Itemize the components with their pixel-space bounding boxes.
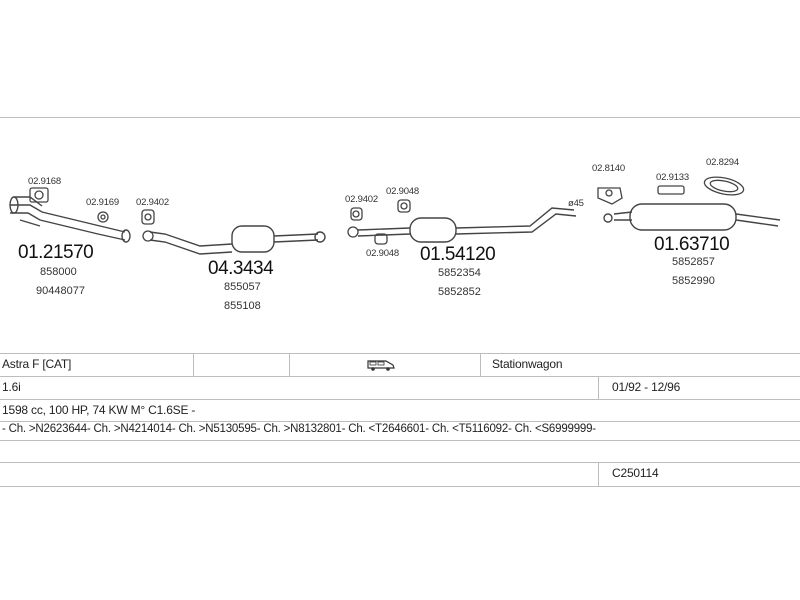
gasket-label: 02.9169	[86, 197, 119, 208]
chassis-ranges: - Ch. >N2623644- Ch. >N4214014- Ch. >N51…	[2, 423, 596, 435]
production-years: 01/92 - 12/96	[612, 380, 681, 394]
gasket-label: 02.9168	[28, 176, 61, 187]
system-code: C250114	[612, 466, 659, 480]
rear-silencer-drawing	[603, 203, 781, 231]
gasket-label: 02.9048	[366, 248, 399, 259]
gasket-label: 02.9133	[656, 172, 689, 183]
exhaust-diagram	[9, 176, 781, 255]
table-line	[0, 376, 800, 377]
gasket-02-8294-drawing	[703, 176, 745, 196]
oem-number: 90448077	[36, 285, 85, 297]
gasket-02-9133-drawing	[657, 185, 685, 195]
front-pipe-drawing	[9, 196, 131, 243]
pipe-diameter-label: ø45	[568, 198, 584, 209]
top-border	[0, 117, 800, 118]
body-type: Stationwagon	[492, 357, 563, 371]
van-icon	[366, 357, 396, 376]
table-divider	[480, 353, 481, 376]
part-number: 01.21570	[18, 242, 94, 263]
table-line	[0, 353, 800, 354]
oem-number: 5852354	[438, 267, 481, 279]
engine: 1.6i	[2, 380, 21, 394]
model-name: Astra F [CAT]	[2, 357, 72, 371]
table-line	[0, 421, 800, 422]
gasket-02-8140-drawing	[597, 187, 623, 205]
table-divider	[193, 353, 194, 376]
gasket-02-9402-mid-drawing	[347, 207, 363, 238]
middle-silencer-drawing	[357, 207, 577, 243]
gasket-label: 02.9402	[345, 194, 378, 205]
catalytic-converter-drawing	[149, 225, 326, 255]
part-number: 01.54120	[420, 244, 496, 265]
table-divider	[598, 376, 599, 399]
gasket-02-9169-drawing	[97, 211, 109, 223]
gasket-label: 02.8294	[706, 157, 739, 168]
table-line	[0, 486, 800, 487]
table-line	[0, 462, 800, 463]
table-divider	[289, 353, 290, 376]
gasket-02-9048-drawing	[374, 199, 411, 245]
table-line	[0, 399, 800, 400]
gasket-label: 02.8140	[592, 163, 625, 174]
table-divider	[598, 462, 599, 486]
table-line	[0, 440, 800, 441]
oem-number: 858000	[40, 266, 77, 278]
oem-number: 855057	[224, 281, 261, 293]
oem-number: 5852852	[438, 286, 481, 298]
gasket-label: 02.9048	[386, 186, 419, 197]
gasket-02-9402-drawing	[141, 209, 155, 242]
oem-number: 855108	[224, 300, 261, 312]
oem-number: 5852857	[672, 256, 715, 268]
gasket-label: 02.9402	[136, 197, 169, 208]
gasket-02-9168-drawing	[29, 187, 49, 203]
oem-number: 5852990	[672, 275, 715, 287]
part-number: 01.63710	[654, 234, 730, 255]
engine-spec: 1598 cc, 100 HP, 74 KW M° C1.6SE -	[2, 403, 196, 417]
part-number: 04.3434	[208, 258, 274, 279]
